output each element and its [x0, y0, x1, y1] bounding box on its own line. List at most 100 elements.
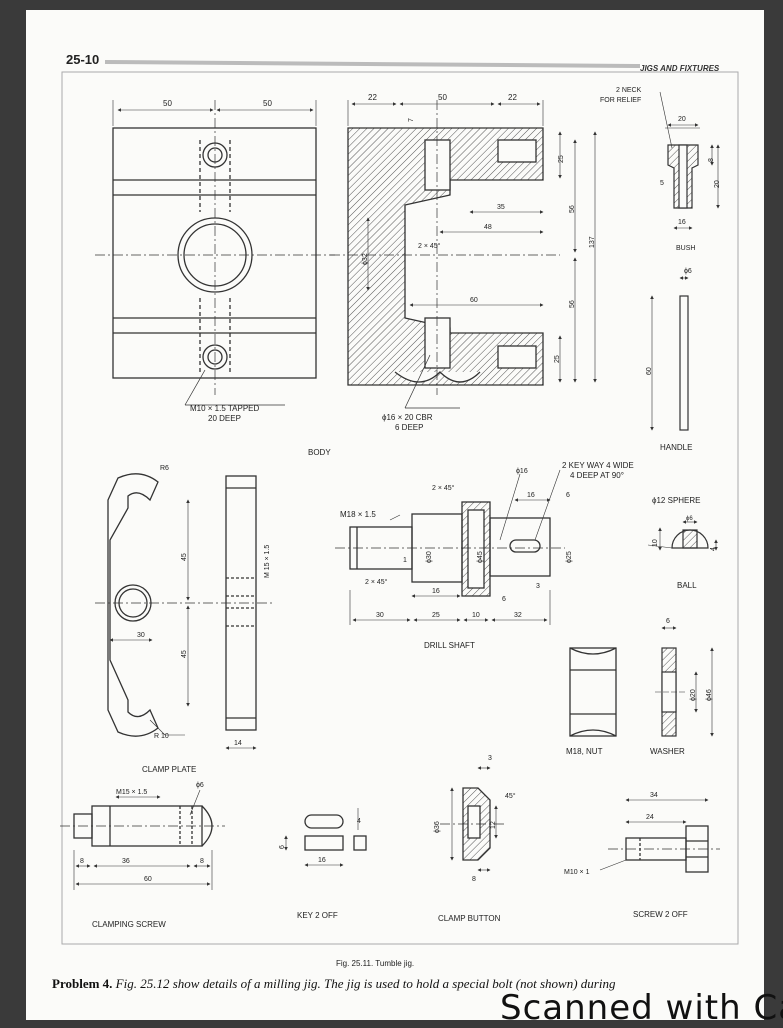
handle-view — [650, 276, 689, 431]
shaft-dim-3: 3 — [536, 583, 540, 590]
key-view-title: KEY 2 OFF — [297, 911, 338, 920]
button-dim-12: 12 — [490, 821, 497, 829]
shaft-keyway-note-2: 4 DEEP AT 90° — [570, 471, 624, 480]
body-section-view — [330, 100, 597, 409]
body-dim-56b: 56 — [569, 300, 576, 308]
bush-view — [659, 91, 720, 230]
bush-dim-20a: 20 — [678, 116, 686, 123]
shaft-dim-16b: 16 — [432, 588, 440, 595]
key-dim-6: 6 — [279, 845, 286, 849]
section-title: JIGS AND FIXTURES — [640, 64, 720, 73]
screw-thread: M10 × 1 — [564, 869, 590, 876]
plate-r10: R 10 — [154, 733, 169, 740]
key-dim-16: 16 — [318, 857, 326, 864]
shaft-dim-16a: 16 — [527, 492, 535, 499]
body-dim-50a: 50 — [163, 99, 172, 108]
washer-dim-46: ϕ46 — [706, 689, 713, 701]
button-view-title: CLAMP BUTTON — [438, 914, 501, 923]
plate-dim-45a: 45 — [181, 553, 188, 561]
body-dim-7: 7 — [408, 118, 415, 122]
shaft-dim-25dia: ϕ25 — [566, 551, 573, 563]
shaft-dim-6a: 6 — [566, 492, 570, 499]
cscrew-dim-6: ϕ6 — [196, 782, 204, 789]
screw-dim-34: 34 — [650, 792, 658, 799]
shaft-dim-30dia: ϕ30 — [426, 551, 433, 563]
body-dim-22a: 22 — [368, 93, 377, 102]
screw-view-title: SCREW 2 OFF — [633, 910, 688, 919]
body-dim-25a: 25 — [558, 155, 565, 163]
scanner-watermark: Scanned with Cal — [500, 988, 783, 1028]
shaft-chamfer-b: 2 × 45° — [365, 578, 388, 586]
bush-neck-note-1: 2 NECK — [616, 87, 642, 94]
shaft-thread: M18 × 1.5 — [340, 510, 376, 519]
cscrew-dim-60: 60 — [144, 876, 152, 883]
plate-dim-45b: 45 — [181, 650, 188, 658]
problem-lead: Problem 4. — [52, 976, 113, 991]
screw-dim-24: 24 — [646, 814, 654, 821]
shaft-dim-16dia: ϕ16 — [516, 468, 528, 475]
nut-view — [569, 647, 617, 737]
body-dim-50b: 50 — [263, 99, 272, 108]
cscrew-dim-36: 36 — [122, 858, 130, 865]
shaft-chamfer-a: 2 × 45° — [432, 484, 455, 492]
body-dim-60: 60 — [470, 297, 478, 304]
shaft-view-title: DRILL SHAFT — [424, 641, 475, 650]
washer-dim-20: ϕ20 — [690, 689, 697, 701]
washer-view — [655, 626, 714, 737]
drawing-border — [61, 71, 739, 945]
cscrew-dim-8b: 8 — [200, 858, 204, 865]
washer-dim-6: 6 — [666, 618, 670, 625]
bush-dim-5: 5 — [660, 180, 664, 187]
page-number: 25-10 — [66, 52, 100, 67]
ball-dim-4: 4 — [710, 547, 717, 551]
problem-statement: Problem 4. Fig. 25.12 show details of a … — [52, 976, 752, 992]
shaft-keyway-note-1: 2 KEY WAY 4 WIDE — [562, 461, 634, 470]
bush-dim-20b: 20 — [714, 180, 721, 188]
ball-view-title: BALL — [677, 581, 697, 590]
bush-neck-note-2: FOR RELIEF — [600, 97, 641, 104]
body-dim-32: ϕ32 — [362, 253, 369, 265]
figure-caption: Fig. 25.11. Tumble jig. — [336, 959, 414, 968]
shaft-dim-25: 25 — [432, 612, 440, 619]
shaft-dim-45dia: ϕ45 — [477, 551, 484, 563]
body-dim-22b: 22 — [508, 93, 517, 102]
shaft-dim-32: 32 — [514, 612, 522, 619]
drill-shaft-view — [335, 469, 565, 625]
handle-view-title: HANDLE — [660, 443, 692, 452]
ball-sphere-note: ϕ12 SPHERE — [652, 496, 701, 505]
ball-view — [647, 520, 718, 551]
shaft-dim-1: 1 — [403, 557, 407, 564]
body-dim-56a: 56 — [569, 205, 576, 213]
button-dim-3: 3 — [488, 755, 492, 762]
body-front-view — [95, 100, 335, 406]
clamp-button-view — [440, 766, 505, 872]
ball-dim-6: ϕ6 — [686, 516, 693, 522]
bush-view-title: BUSH — [676, 245, 695, 252]
clamping-screw-view — [60, 789, 225, 890]
washer-view-title: WASHER — [650, 747, 685, 756]
shaft-dim-30: 30 — [376, 612, 384, 619]
plate-dim-30: 30 — [137, 632, 145, 639]
cscrew-view-title: CLAMPING SCREW — [92, 920, 166, 929]
plate-r6: R6 — [160, 465, 169, 472]
button-dim-8: 8 — [472, 876, 476, 883]
shaft-dim-10: 10 — [472, 612, 480, 619]
body-dim-50c: 50 — [438, 93, 447, 102]
body-cbr-note-2: 6 DEEP — [395, 423, 423, 432]
body-dim-48: 48 — [484, 224, 492, 231]
cscrew-thread: M15 × 1.5 — [116, 789, 147, 796]
bush-dim-16: 16 — [678, 219, 686, 226]
button-dim-45: 45° — [505, 792, 516, 800]
body-chamfer: 2 × 45° — [418, 242, 441, 250]
nut-view-title: M18, NUT — [566, 747, 603, 756]
shaft-dim-6b: 6 — [502, 596, 506, 603]
cscrew-dim-8a: 8 — [80, 858, 84, 865]
body-tapped-note-1: M10 × 1.5 TAPPED — [190, 404, 260, 413]
screw-view — [599, 798, 720, 873]
problem-body: Fig. 25.12 show details of a milling jig… — [115, 976, 616, 991]
key-dim-4: 4 — [357, 818, 361, 825]
plate-thread: M 15 × 1.5 — [264, 545, 271, 578]
plate-view-title: CLAMP PLATE — [142, 765, 196, 774]
